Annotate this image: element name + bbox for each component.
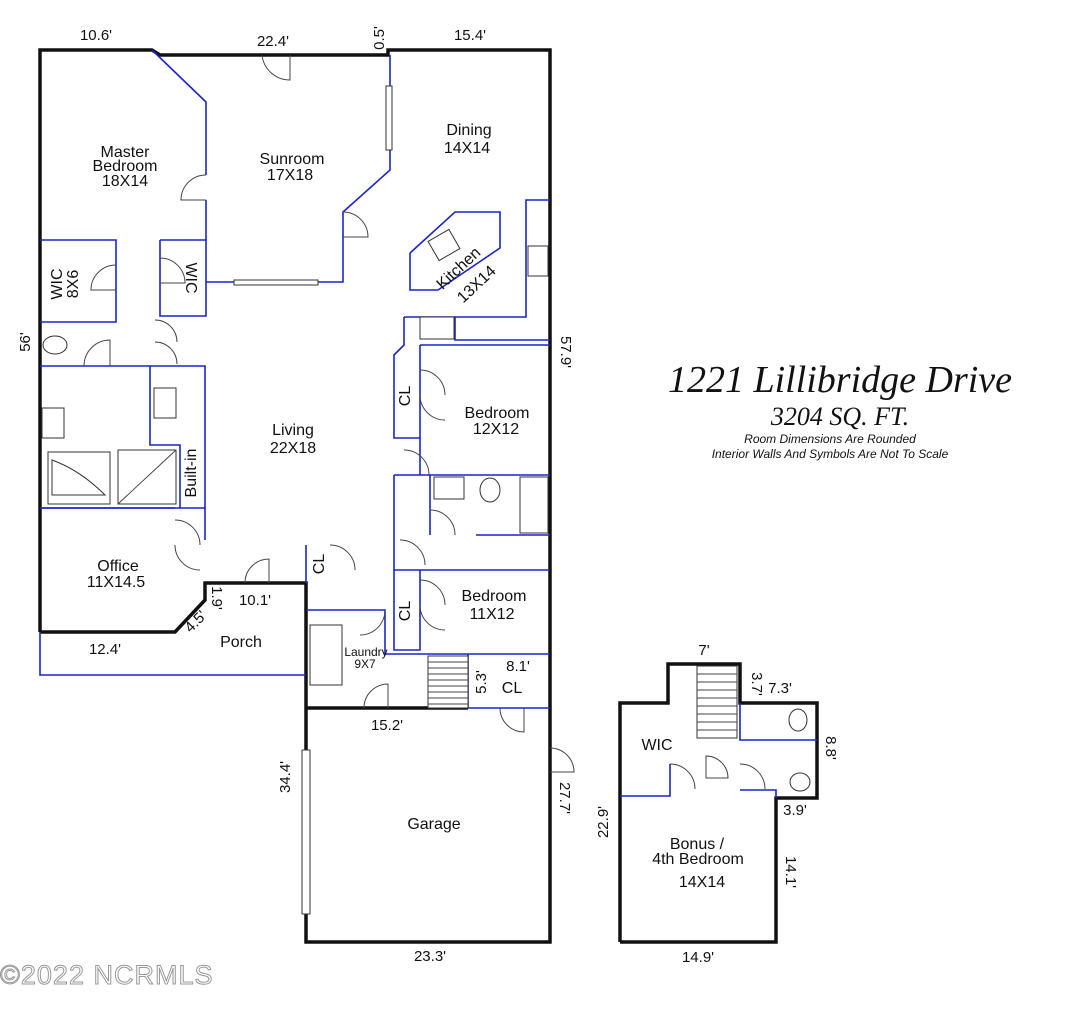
exterior-walls (38, 48, 552, 944)
dim-top-3: 0.5' (371, 26, 388, 50)
bedroom2-name: Bedroom (462, 588, 527, 605)
dim-garage-bottom: 23.3' (414, 948, 446, 965)
dim-top-2: 22.4' (257, 33, 289, 50)
sunroom-name: Sunroom (260, 151, 325, 168)
sqft-label: 3204 SQ. FT. (770, 402, 910, 431)
dim-upper-left: 22.9' (595, 806, 612, 838)
garage-label: Garage (407, 816, 460, 833)
note-rounded: Room Dimensions Are Rounded (744, 432, 916, 446)
upper-floor (618, 662, 819, 944)
dim-top-4: 15.4' (454, 27, 486, 44)
watermark: ©2022 NCRMLS (0, 960, 214, 991)
fixtures (41, 228, 549, 686)
bonus-size: 14X14 (679, 874, 725, 891)
dim-porch-3: 4.5' (181, 607, 210, 636)
wic-left-size: 8X6 (65, 270, 82, 299)
wic-upstairs: WIC (641, 737, 672, 754)
master-name2: Bedroom (93, 158, 158, 175)
wic-mid: WIC (182, 262, 199, 293)
dining-size: 14X14 (444, 140, 490, 157)
dim-porch-1: 10.1' (239, 592, 271, 609)
dim-upper-a: 3.7' (748, 672, 765, 696)
builtin-label: Built-in (183, 449, 200, 498)
dim-upper-right: 14.1' (782, 856, 799, 888)
dim-upper-d: 3.9' (783, 802, 807, 819)
room-labels: Master Bedroom 18X14 Sunroom 17X18 Dinin… (49, 122, 744, 891)
master-name: Master (101, 144, 151, 161)
dimension-labels: 10.6' 22.4' 0.5' 15.4' 56' 57.9' 10.1' 1… (17, 26, 839, 966)
dim-upper-bottom: 14.9' (682, 949, 714, 966)
laundry-size: 9X7 (354, 657, 376, 671)
dim-porch-2: 1.9' (208, 586, 225, 610)
sunroom-size: 17X18 (267, 167, 313, 184)
address-title: 1221 Lillibridge Drive (667, 359, 1013, 401)
dim-closet-2: 5.3' (473, 670, 490, 694)
dim-garage-left: 34.4' (277, 761, 294, 793)
dim-top-1: 10.6' (80, 27, 112, 44)
main-stairs (427, 655, 469, 709)
living-size: 22X18 (270, 440, 316, 457)
dim-upper-c: 8.8' (822, 736, 839, 760)
dim-garage-right: 27.7' (556, 782, 573, 814)
closet-bed1: CL (397, 386, 414, 407)
dim-porch-4: 12.4' (89, 641, 121, 658)
dim-right: 57.9' (557, 336, 574, 368)
porch-label: Porch (220, 634, 262, 651)
wic-left-name: WIC (49, 268, 66, 299)
living-name: Living (272, 422, 314, 439)
note-scale: Interior Walls And Symbols Are Not To Sc… (711, 447, 949, 461)
dim-upper-b: 7.3' (768, 680, 792, 697)
dim-closet-1: 8.1' (506, 658, 530, 675)
dim-upper-top: 7' (698, 642, 709, 659)
bedroom1-name: Bedroom (465, 405, 530, 422)
dining-name: Dining (446, 122, 491, 139)
bedroom2-size: 11X12 (469, 606, 514, 623)
master-size: 18X14 (102, 173, 148, 190)
office-name: Office (97, 558, 139, 575)
dim-left: 56' (17, 332, 34, 352)
doors (83, 54, 575, 915)
bonus-name: Bonus / (670, 836, 725, 853)
laundry-name: Laundry (344, 645, 387, 659)
office-size: 11X14.5 (87, 574, 146, 591)
bonus-name2: 4th Bedroom (652, 851, 744, 868)
closet-hall: CL (311, 554, 328, 575)
bedroom1-size: 12X12 (473, 421, 519, 438)
closet-bed2: CL (397, 601, 414, 622)
dim-laundry: 15.2' (371, 717, 403, 734)
closet-garage: CL (502, 680, 523, 697)
